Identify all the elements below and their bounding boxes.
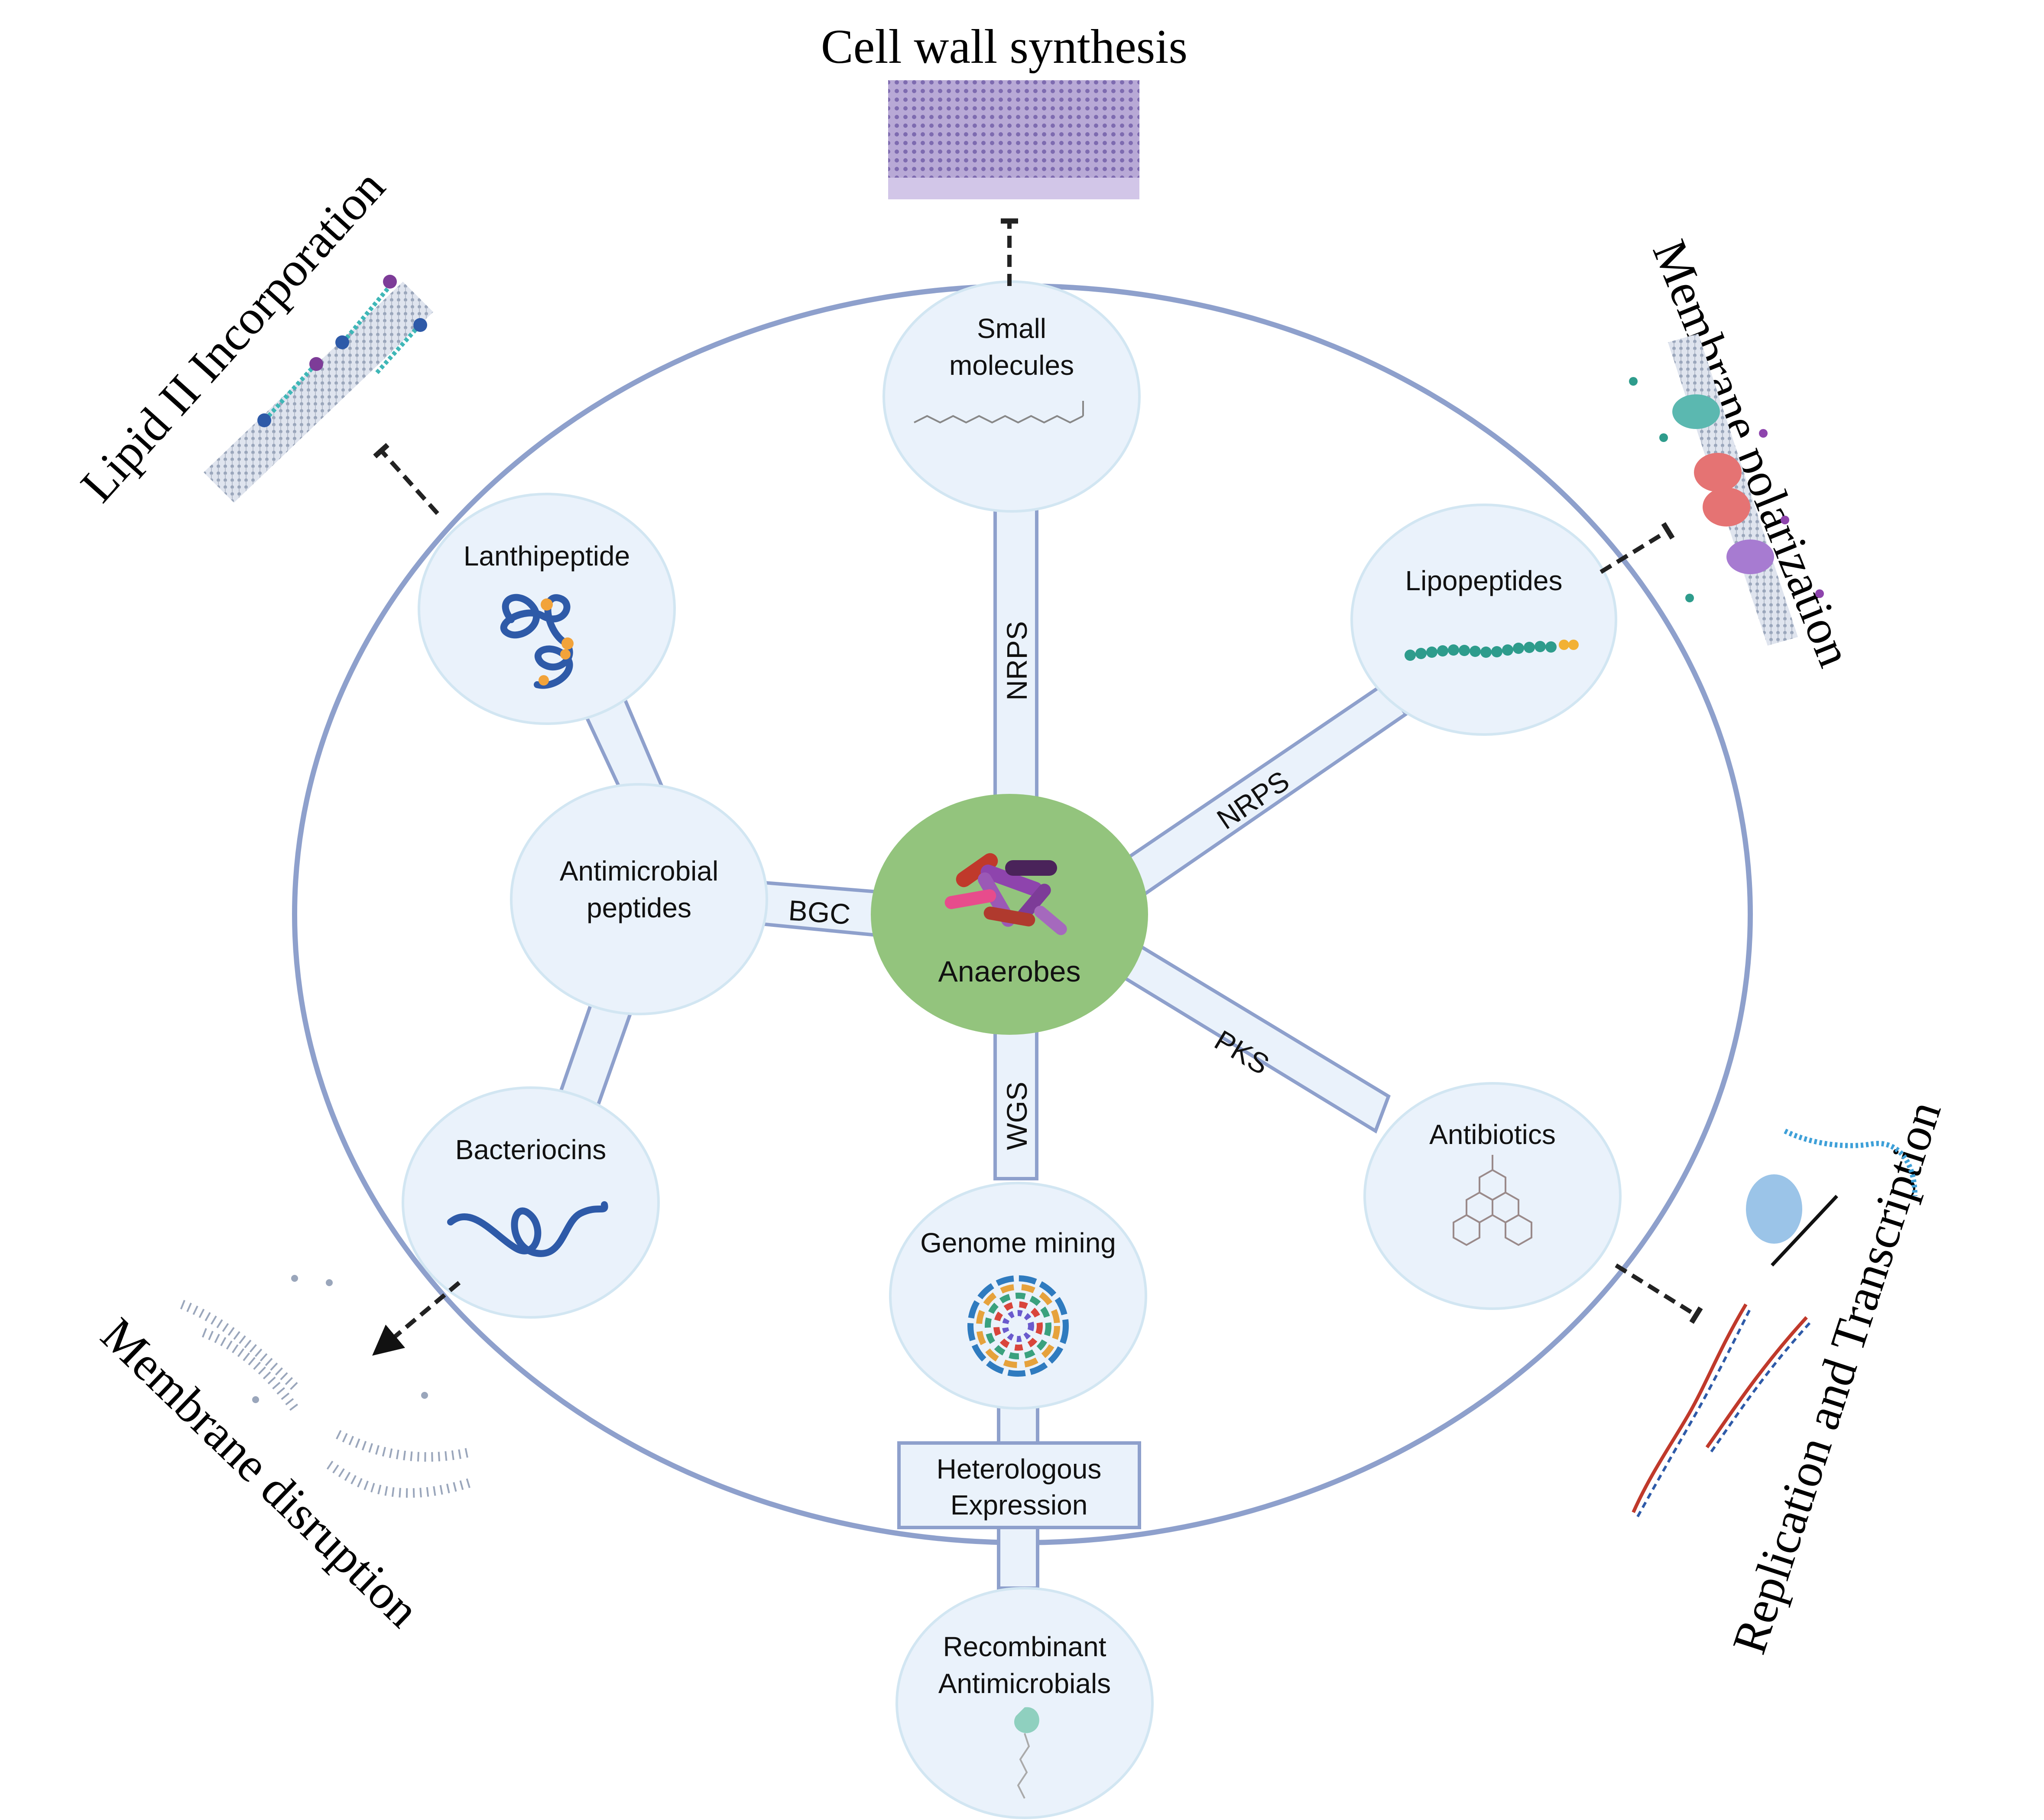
center-label: Anaerobes [938,955,1081,988]
bacteria-icon [944,853,1067,935]
heterologous-box: Heterologous Expression [897,1441,1141,1529]
inhibit-membrane-polarization [1600,522,1675,574]
connector-bars [552,484,1408,1590]
node-antibiotics: Antibiotics [1363,1082,1622,1310]
node-lipopeptides: Lipopeptides [1350,504,1617,736]
bacteriocins-label: Bacteriocins [455,1134,607,1165]
title-membrane-polarization: Membrane polarization [1642,233,1862,674]
title-membrane-disruption: Membrane disruption [91,1308,430,1638]
protein-structure-icon [1014,1707,1039,1799]
node-genome-mining: Genome mining [889,1182,1147,1410]
lipid-ii-membrane-icon [204,275,433,503]
fatty-acid-icon [914,401,1084,424]
replication-icon [1632,1128,1917,1518]
recombinant-line2: Antimicrobials [938,1668,1111,1699]
node-antimicrobial-peptides: Antimicrobial peptides [510,783,768,1015]
heterologous-line2: Expression [951,1489,1088,1521]
amp-line2: peptides [587,892,691,923]
inhibit-lipid-ii [373,443,439,515]
lipopeptides-label: Lipopeptides [1405,565,1563,596]
membrane-channel-icon [1629,334,1824,646]
antibiotics-label: Antibiotics [1429,1119,1556,1150]
folded-peptide-icon [500,594,574,689]
title-cell-wall: Cell wall synthesis [821,20,1187,74]
inhibit-replication [1615,1263,1703,1324]
label-wgs: WGS [1001,1082,1033,1150]
polycyclic-molecule-icon [1453,1155,1532,1246]
peptide-chain-icon [1405,640,1579,661]
membrane-disruption-icon [180,1275,474,1498]
bacteriocin-chain-icon [447,1201,608,1257]
node-bacteriocins: Bacteriocins [402,1086,660,1319]
arrow-membrane-disruption [372,1281,461,1356]
label-nrps-top: NRPS [1001,621,1033,700]
heterologous-line1: Heterologous [937,1453,1102,1485]
circular-genome-icon [967,1275,1069,1377]
label-bgc: BGC [788,894,852,930]
lanthipeptide-label: Lanthipeptide [464,540,630,572]
node-small-molecules: Small molecules [882,280,1141,513]
node-recombinant: Recombinant Antimicrobials [895,1587,1154,1819]
bar-pks [1107,931,1391,1134]
center-node: Anaerobes [871,794,1148,1035]
small-molecules-line1: Small [977,313,1046,344]
amp-line1: Antimicrobial [560,855,718,887]
recombinant-line1: Recombinant [943,1631,1106,1662]
node-lanthipeptide: Lanthipeptide [418,493,676,725]
small-molecules-line2: molecules [949,350,1074,381]
cell-wall-icon [888,80,1139,199]
genome-mining-label: Genome mining [920,1227,1116,1258]
